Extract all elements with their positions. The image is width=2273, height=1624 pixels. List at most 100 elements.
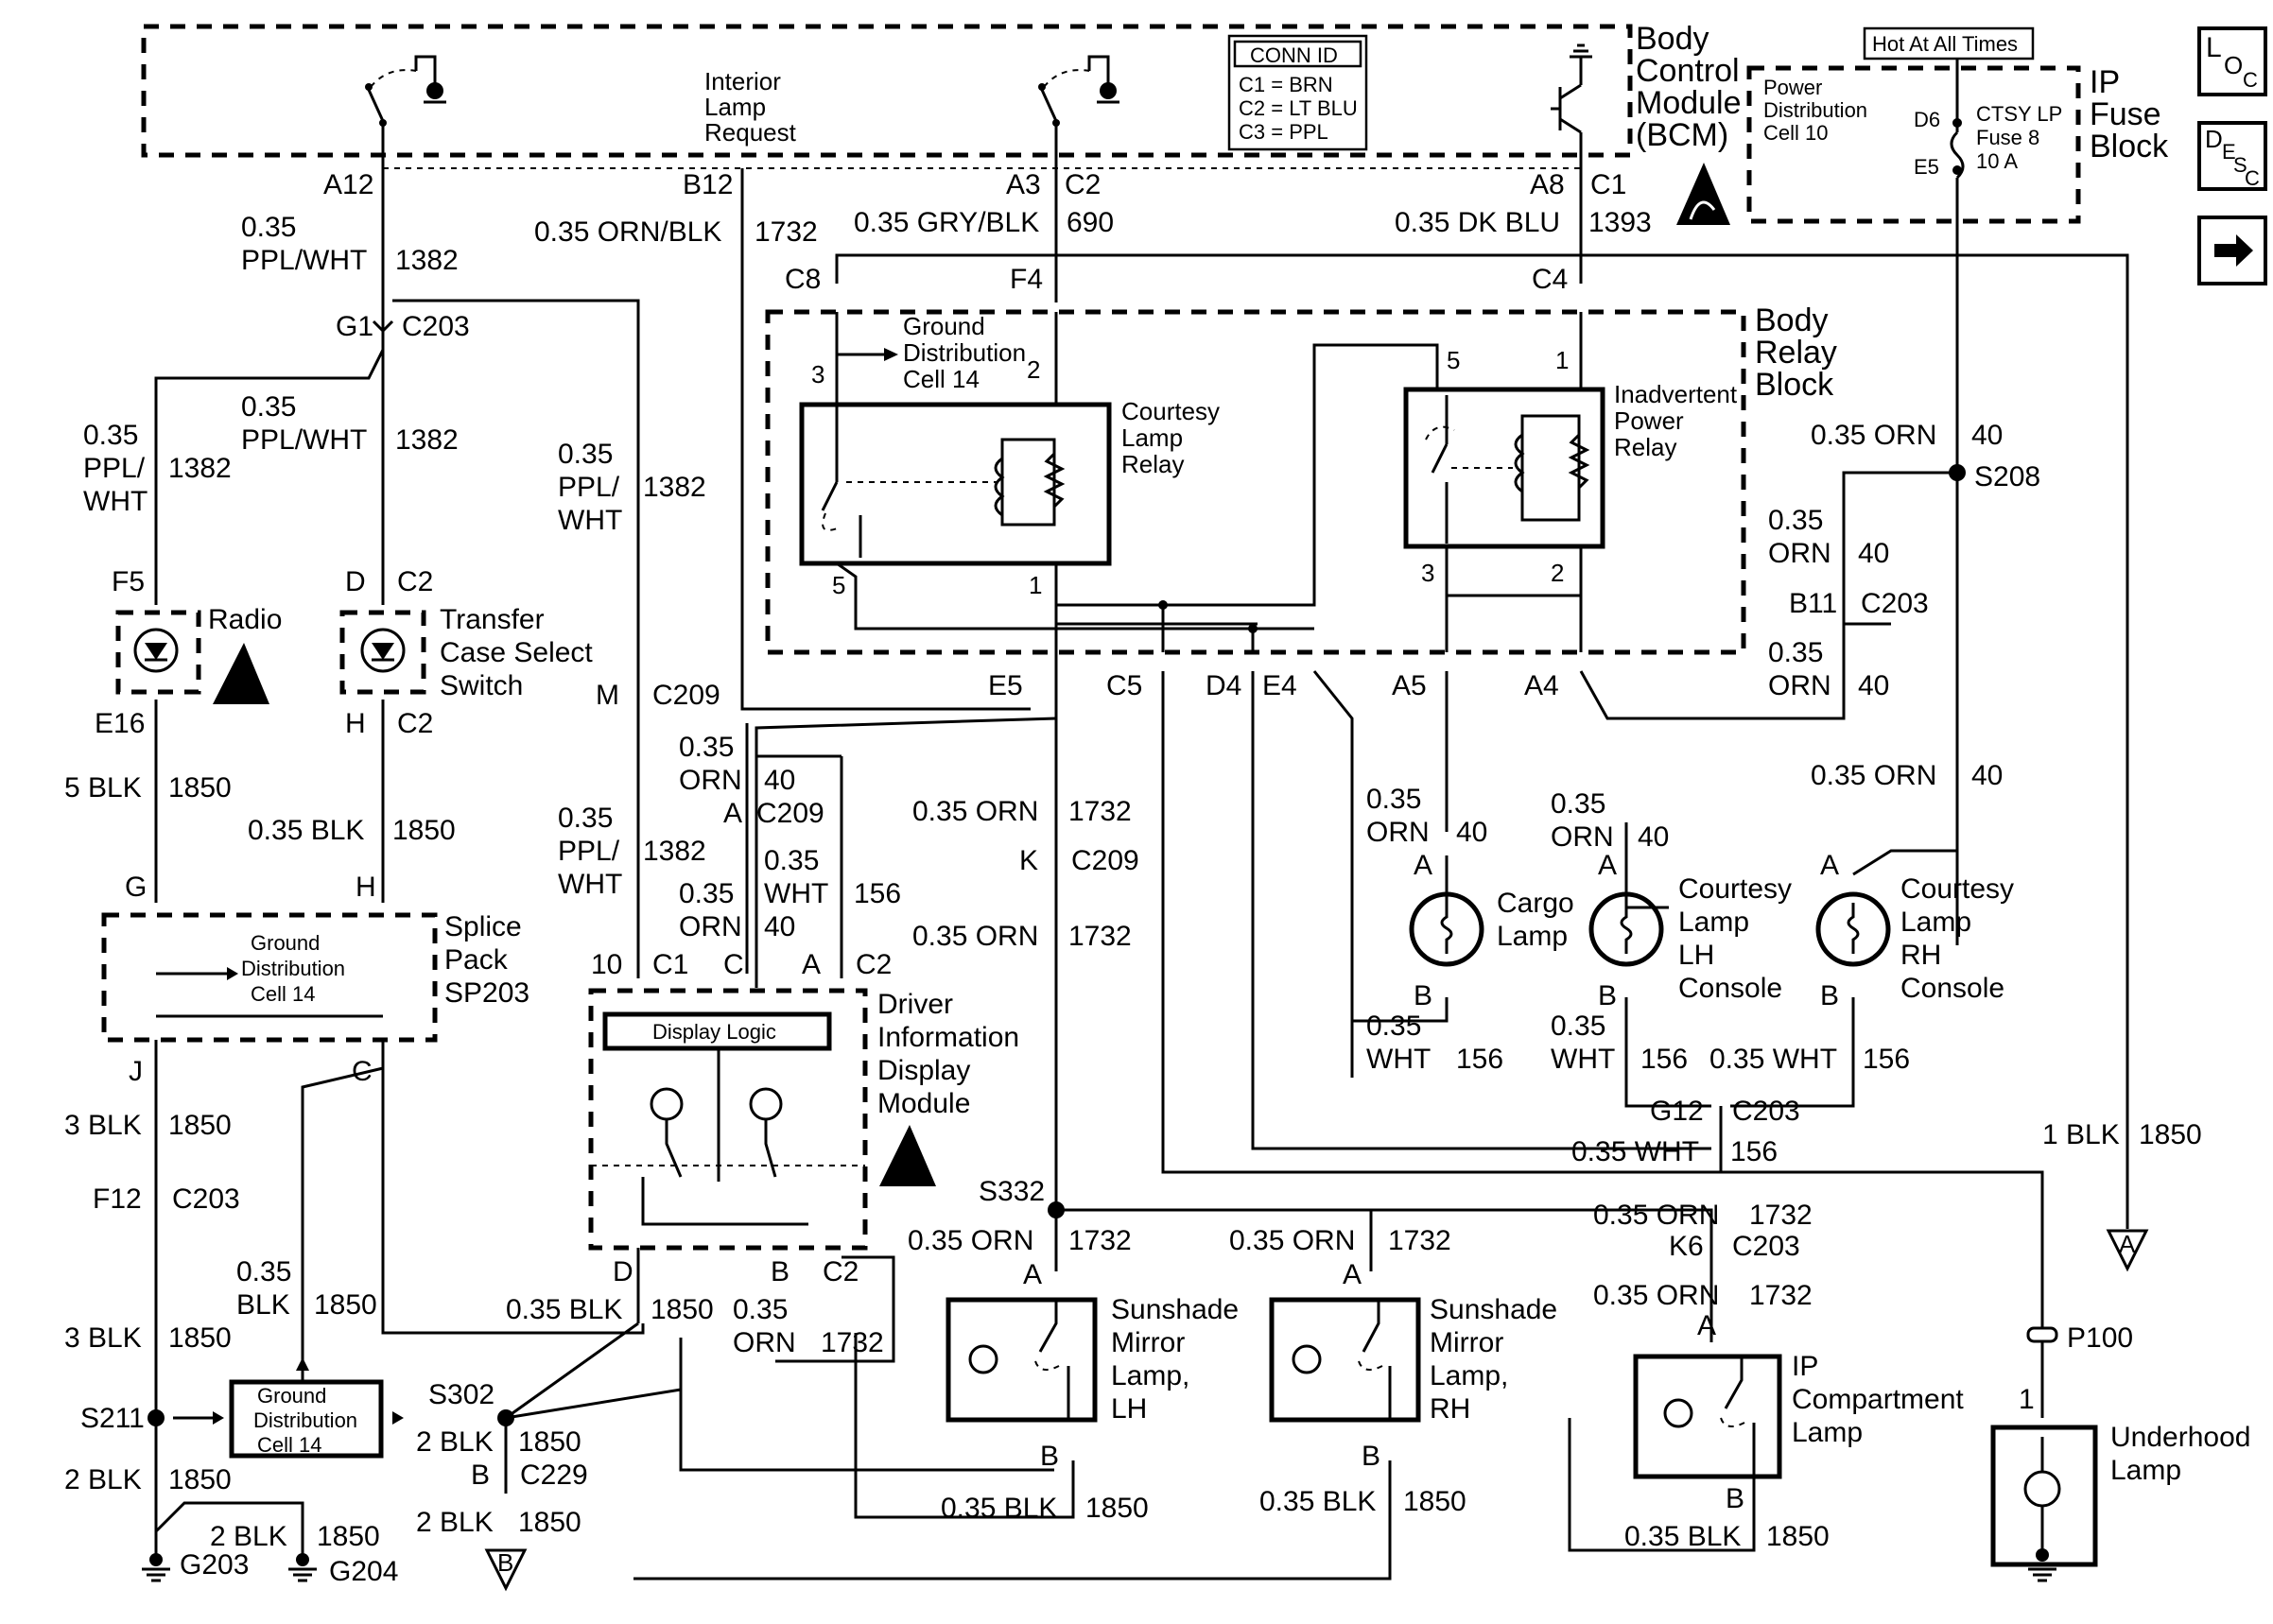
svg-text:1732: 1732 bbox=[755, 216, 818, 248]
svg-text:B: B bbox=[1414, 980, 1432, 1011]
svg-text:2 BLK: 2 BLK bbox=[64, 1464, 142, 1495]
svg-text:1393: 1393 bbox=[1588, 207, 1652, 238]
bcm-switch-left-icon bbox=[365, 55, 446, 189]
svg-text:PPL/WHT: PPL/WHT bbox=[241, 245, 367, 276]
cargo-2: Lamp bbox=[1497, 921, 1568, 952]
cargo-1: Cargo bbox=[1497, 888, 1574, 919]
dim-2: Information bbox=[877, 1022, 1019, 1053]
splice-3: SP203 bbox=[444, 977, 529, 1009]
svg-text:1850: 1850 bbox=[1085, 1493, 1149, 1524]
svg-text:A: A bbox=[1697, 1310, 1716, 1341]
svg-text:C203: C203 bbox=[402, 311, 470, 342]
svg-text:156: 156 bbox=[1640, 1044, 1688, 1075]
fuse-label-3: 10 A bbox=[1976, 149, 2018, 173]
svg-text:A: A bbox=[1023, 1259, 1042, 1290]
svg-text:C4: C4 bbox=[1532, 264, 1568, 295]
svg-text:A5: A5 bbox=[1392, 670, 1427, 701]
gd-top-1: Ground bbox=[903, 312, 985, 340]
srh-2: Mirror bbox=[1430, 1327, 1503, 1358]
desc-button[interactable]: D E S C bbox=[2197, 121, 2267, 191]
display-logic: Display Logic bbox=[652, 1020, 776, 1044]
svg-text:0.35: 0.35 bbox=[1366, 784, 1421, 815]
inadvertent-relay-box bbox=[1403, 387, 1605, 549]
svg-text:0.35: 0.35 bbox=[1768, 505, 1823, 536]
svg-text:C2: C2 bbox=[397, 566, 433, 597]
transfer-1: Transfer bbox=[440, 604, 545, 635]
splice-2: Pack bbox=[444, 944, 509, 976]
svg-text:156: 156 bbox=[1730, 1136, 1778, 1167]
svg-text:0.35 GRY/BLK: 0.35 GRY/BLK bbox=[854, 207, 1039, 238]
svg-text:S: S bbox=[2233, 153, 2247, 177]
svg-text:0.35 ORN: 0.35 ORN bbox=[1593, 1200, 1719, 1231]
svg-text:A: A bbox=[1343, 1259, 1362, 1290]
inadvertent-3: Relay bbox=[1614, 433, 1676, 461]
svg-text:C5: C5 bbox=[1106, 670, 1142, 701]
relay-pin-3: 3 bbox=[1421, 559, 1434, 587]
svg-text:BLK: BLK bbox=[236, 1289, 290, 1321]
relay-pin-5: 5 bbox=[1447, 346, 1460, 374]
svg-text:WHT: WHT bbox=[764, 878, 828, 909]
svg-text:B11: B11 bbox=[1789, 588, 1837, 619]
svg-text:1732: 1732 bbox=[1068, 796, 1132, 827]
svg-text:ORN: ORN bbox=[1768, 538, 1831, 569]
svg-text:C2: C2 bbox=[856, 949, 892, 980]
inadvertent-1: Inadvertent bbox=[1614, 380, 1738, 408]
svg-text:0.35 WHT: 0.35 WHT bbox=[1571, 1136, 1699, 1167]
conn-id-row-2: C2 = LT BLU bbox=[1239, 96, 1358, 120]
svg-text:1732: 1732 bbox=[821, 1327, 884, 1358]
esd-dim-icon bbox=[879, 1125, 936, 1186]
svg-text:B: B bbox=[497, 1548, 513, 1577]
cr-pin-1: 1 bbox=[1029, 571, 1042, 599]
inadvertent-2: Power bbox=[1614, 406, 1684, 435]
svg-text:B: B bbox=[771, 1256, 789, 1287]
clh-4: Console bbox=[1678, 973, 1782, 1004]
clh-2: Lamp bbox=[1678, 907, 1749, 938]
svg-text:S332: S332 bbox=[979, 1176, 1045, 1207]
fuse-label-2: Fuse 8 bbox=[1976, 126, 2039, 149]
slh-1: Sunshade bbox=[1111, 1294, 1239, 1325]
svg-text:H: H bbox=[345, 708, 366, 739]
power-dist-2: Distribution bbox=[1763, 98, 1867, 122]
svg-text:40: 40 bbox=[1638, 821, 1669, 853]
svg-text:0.35: 0.35 bbox=[241, 391, 296, 423]
svg-text:1850: 1850 bbox=[168, 772, 232, 803]
splice-1: Splice bbox=[444, 911, 522, 942]
cr-pin-2: 2 bbox=[1027, 355, 1040, 384]
svg-text:C8: C8 bbox=[785, 264, 821, 295]
bcm-title-1: Body bbox=[1636, 21, 1709, 57]
svg-text:3 BLK: 3 BLK bbox=[64, 1110, 142, 1141]
svg-text:A: A bbox=[802, 949, 821, 980]
clh-1: Courtesy bbox=[1678, 873, 1792, 905]
svg-text:0.35 WHT: 0.35 WHT bbox=[1709, 1044, 1837, 1075]
svg-text:2 BLK: 2 BLK bbox=[416, 1507, 494, 1538]
svg-text:0.35: 0.35 bbox=[1551, 788, 1605, 820]
inadvertent-relay-coil-icon bbox=[1425, 395, 1590, 544]
clh-3: LH bbox=[1678, 940, 1714, 971]
svg-text:0.35 ORN: 0.35 ORN bbox=[1229, 1225, 1355, 1256]
svg-text:40: 40 bbox=[1858, 670, 1889, 701]
svg-text:1850: 1850 bbox=[518, 1426, 581, 1458]
svg-text:0.35 DK BLU: 0.35 DK BLU bbox=[1395, 207, 1560, 238]
svg-text:3 BLK: 3 BLK bbox=[64, 1322, 142, 1354]
svg-text:40: 40 bbox=[1971, 760, 2003, 791]
svg-text:G: G bbox=[125, 872, 147, 903]
courtesy-relay-3: Relay bbox=[1121, 450, 1184, 478]
svg-text:C203: C203 bbox=[1732, 1231, 1800, 1262]
conn-id-box: CONN ID C1 = BRN C2 = LT BLU C3 = PPL bbox=[1227, 34, 1368, 151]
bcm-transistor-icon bbox=[1551, 43, 1592, 189]
svg-text:C: C bbox=[2243, 68, 2258, 92]
svg-text:1850: 1850 bbox=[314, 1289, 377, 1321]
loc-button[interactable]: L O C bbox=[2197, 26, 2267, 96]
svg-text:D: D bbox=[2205, 125, 2223, 153]
svg-text:C229: C229 bbox=[520, 1460, 588, 1491]
cr-pin-3: 3 bbox=[811, 360, 824, 389]
svg-text:A12: A12 bbox=[323, 169, 373, 200]
courtesy-relay-coil-icon bbox=[821, 406, 1066, 558]
hot-at-all-times: Hot At All Times bbox=[1872, 32, 2018, 56]
svg-text:A8: A8 bbox=[1530, 169, 1565, 200]
crh-4: Console bbox=[1900, 973, 2004, 1004]
svg-text:B: B bbox=[1820, 980, 1839, 1011]
bgd-1: Ground bbox=[257, 1384, 326, 1408]
svg-text:A4: A4 bbox=[1524, 670, 1559, 701]
next-arrow-button[interactable] bbox=[2197, 216, 2267, 285]
